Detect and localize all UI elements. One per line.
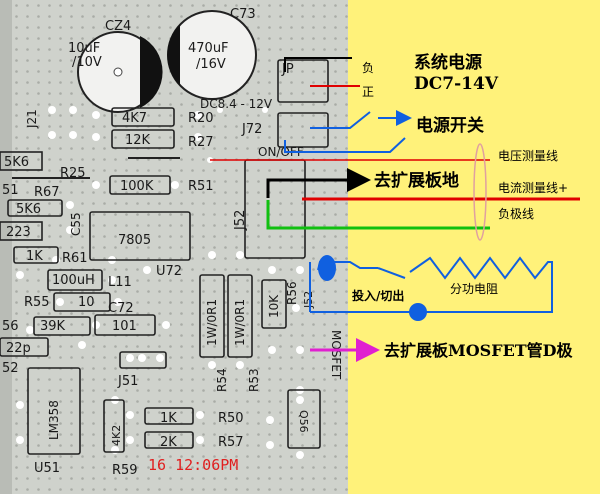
label-j52: J52 xyxy=(233,210,248,231)
label-mosfet-drain: 去扩展板MOSFET管D极 xyxy=(384,341,574,360)
label-r50: R50 xyxy=(218,411,244,426)
label-current-line: 电流测量线+ xyxy=(498,181,568,195)
label-10uf: 10uF xyxy=(68,41,100,56)
label-dc: DC8.4 - 12V xyxy=(200,97,273,111)
label-5k6a: 5K6 xyxy=(4,155,29,170)
label-1k-b: 1K xyxy=(160,411,177,426)
label-c73: C73 xyxy=(230,7,256,22)
label-r53: R53 xyxy=(247,368,261,392)
label-r51: R51 xyxy=(188,179,214,194)
photo-timestamp: 16 12:06PM xyxy=(148,456,238,474)
label-r56: R56 xyxy=(285,281,299,305)
resistor-outlines xyxy=(0,59,329,455)
label-100k: 100K xyxy=(120,179,154,194)
label-12k: 12K xyxy=(125,133,151,148)
shunt-terminal-top xyxy=(318,255,336,281)
annotation-panel xyxy=(348,0,600,494)
label-power-switch: 电源开关 xyxy=(416,115,484,136)
label-r59: R59 xyxy=(112,463,138,478)
label-r27: R27 xyxy=(188,135,214,150)
power-negative-wire xyxy=(284,57,352,72)
negative-wire xyxy=(266,200,490,230)
label-r25: R25 xyxy=(60,166,86,181)
label-j52b: J52 xyxy=(302,291,315,309)
label-r55: R55 xyxy=(24,295,50,310)
label-39k: 39K xyxy=(40,319,66,334)
label-j51: J51 xyxy=(117,374,138,389)
label-cz4: CZ4 xyxy=(105,19,131,34)
label-power-range: DC7-14V xyxy=(414,74,499,94)
label-switch-inout: 投入/切出 xyxy=(352,288,404,303)
label-4k2: 4K2 xyxy=(110,425,123,446)
label-voltage-line: 电压测量线 xyxy=(498,149,558,163)
label-2k: 2K xyxy=(160,435,177,450)
label-negative-line: 负极线 xyxy=(498,207,534,221)
label-u72: U72 xyxy=(156,264,182,279)
label-470uf: 470uF xyxy=(188,41,229,56)
shunt-terminal-bottom xyxy=(409,303,427,321)
label-56: 56 xyxy=(2,319,19,334)
label-ground: 去扩展板地 xyxy=(374,170,459,191)
label-1w-a: 1W/0R1 xyxy=(205,299,219,346)
wire-bundle-ellipse xyxy=(473,143,487,241)
pcb-board: CZ4 C73 10uF /10V 470uF /16V JP J72 DC8.… xyxy=(0,0,348,494)
label-shunt-resistor: 分功电阻 xyxy=(450,282,498,296)
capacitor-c73 xyxy=(167,10,257,100)
label-100uh: 100uH xyxy=(52,273,95,288)
capacitor-cz4 xyxy=(77,31,163,113)
switch-wire-b xyxy=(284,137,406,153)
label-52: 52 xyxy=(2,361,19,376)
label-negative: 负 xyxy=(362,61,374,75)
label-10v: /10V xyxy=(72,55,102,70)
label-lm358: LM358 xyxy=(47,400,61,440)
label-r57: R57 xyxy=(218,435,244,450)
label-u51: U51 xyxy=(34,461,60,476)
label-51: 51 xyxy=(2,183,19,198)
traces xyxy=(12,157,180,179)
label-101: 101 xyxy=(112,319,137,334)
shunt-resistor-zigzag xyxy=(409,256,553,313)
label-22p: 22p xyxy=(6,341,31,356)
label-10k: 10K xyxy=(267,294,281,318)
label-5k6b: 5K6 xyxy=(16,202,41,217)
label-positive: 正 xyxy=(362,85,374,99)
label-1w-b: 1W/0R1 xyxy=(233,299,247,346)
label-10: 10 xyxy=(78,295,95,310)
label-r54: R54 xyxy=(215,368,229,392)
label-4k7: 4K7 xyxy=(122,111,147,126)
label-7805: 7805 xyxy=(118,233,151,248)
label-r20: R20 xyxy=(188,111,214,126)
label-onoff: ON/OFF xyxy=(258,145,304,159)
label-r61: R61 xyxy=(62,251,88,266)
ground-wire xyxy=(266,168,371,198)
label-c72: C72 xyxy=(108,301,134,316)
label-mosfet: MOSFET xyxy=(329,330,343,380)
label-223: 223 xyxy=(6,225,31,240)
wire-overlays xyxy=(210,57,580,362)
label-system-power: 系统电源 xyxy=(414,52,482,73)
label-l11: L11 xyxy=(108,275,132,290)
label-jp: JP xyxy=(281,62,294,77)
label-c55: C55 xyxy=(69,212,83,236)
switch-wire-a xyxy=(310,111,371,129)
label-j21: J21 xyxy=(25,109,39,129)
inout-switch-blade xyxy=(377,267,406,279)
label-16v: /16V xyxy=(196,57,226,72)
label-r67: R67 xyxy=(34,185,60,200)
label-q56: Q56 xyxy=(297,410,310,433)
label-1k: 1K xyxy=(26,249,43,264)
label-j72: J72 xyxy=(241,122,262,137)
